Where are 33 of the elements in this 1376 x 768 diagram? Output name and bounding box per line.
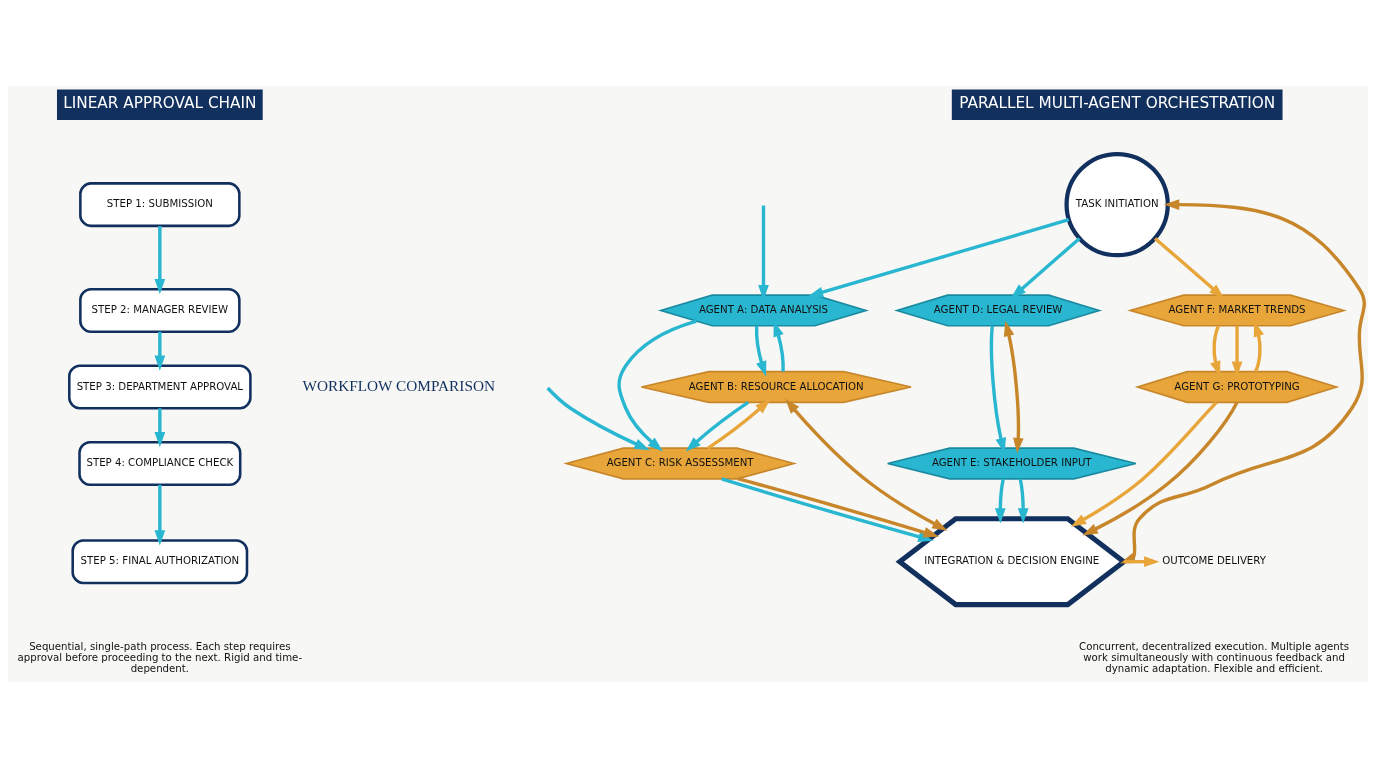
arrow: [154, 331, 166, 371]
arrow: [1154, 237, 1225, 299]
label: WORKFLOW COMPARISON: [302, 376, 496, 394]
node-box: STEP 1: SUBMISSION: [79, 182, 241, 228]
arrow: [154, 226, 166, 295]
label: PARALLEL MULTI-AGENT ORCHESTRATION: [959, 94, 1276, 113]
node-box: STEP 5: FINAL AUTHORIZATION: [71, 539, 249, 585]
arrow: [994, 478, 1006, 524]
arrow: [785, 398, 948, 531]
label: Sequential, single-path process. Each step requires approval before proceeding to the next. Rigid and time-dependent.: [17, 641, 303, 675]
node-box: STEP 2: MANAGER REVIEW: [79, 287, 241, 333]
arrow: [1082, 401, 1239, 536]
arrow: [685, 401, 750, 452]
arrow: [754, 326, 767, 377]
arrow: [721, 477, 934, 542]
node-text: OUTCOME DELIVERY: [1162, 555, 1266, 567]
node-circle: TASK INITIATION: [1064, 151, 1170, 258]
arrow: [617, 319, 697, 452]
arrow: [546, 386, 650, 451]
arrow: [1010, 237, 1081, 299]
arrow: [1070, 401, 1218, 527]
arrow: [1017, 478, 1029, 524]
arrow: [807, 218, 1070, 298]
arrow: [1124, 556, 1160, 568]
arrow: [737, 477, 939, 538]
arrow: [154, 408, 166, 448]
label: Concurrent, decentralized execution. Multiple agents work simultaneously with continuous feedback and dynamic adaptation. Flexible and efficient.: [1079, 641, 1350, 675]
arrow: [154, 484, 166, 546]
node-box: STEP 3: DEPARTMENT APPROVAL: [68, 364, 252, 410]
node-box: STEP 4: COMPLIANCE CHECK: [78, 440, 242, 487]
label: LINEAR APPROVAL CHAIN: [63, 94, 257, 113]
arrow: [707, 399, 771, 450]
arrow: [1003, 320, 1024, 454]
